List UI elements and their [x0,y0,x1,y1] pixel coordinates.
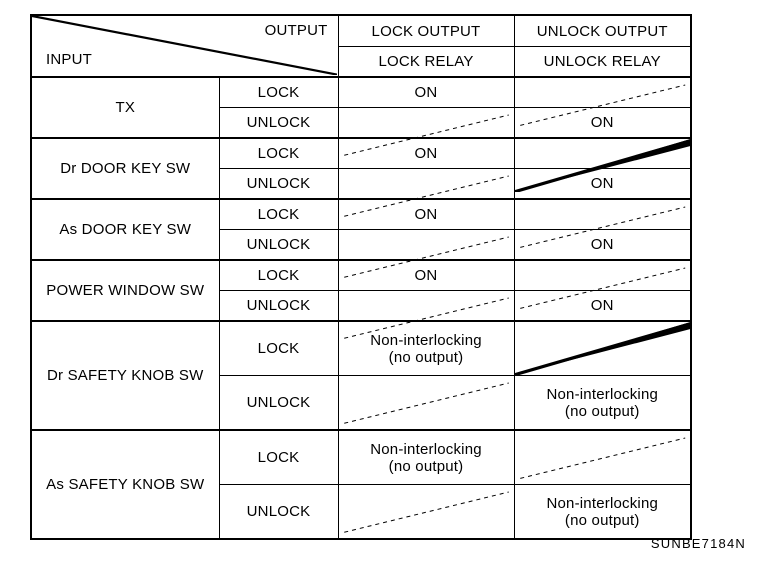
input-label-1: Dr DOOR KEY SW [30,137,220,200]
header-unlock-output-title: UNLOCK OUTPUT [513,14,692,47]
mode-label-2-1: UNLOCK [218,229,339,261]
input-label-0: TX [30,76,220,139]
lock-relay-cell-1-1 [337,168,515,200]
unlock-relay-cell-3-1: ON [513,290,692,322]
lock-relay-cell-2-0: ON [337,198,515,230]
lock-relay-cell-0-0: ON [337,76,515,108]
unlock-relay-cell-4-1: Non-interlocking(no output) [513,375,692,431]
lock-relay-cell-3-0: ON [337,259,515,291]
lock-relay-cell-5-0: Non-interlocking(no output) [337,429,515,485]
header-unlock-relay-sub: UNLOCK RELAY [513,46,692,78]
unlock-relay-cell-5-0 [513,429,692,485]
header-output-label: OUTPUT [264,22,328,39]
unlock-relay-cell-2-0 [513,198,692,230]
input-label-4: Dr SAFETY KNOB SW [30,320,220,431]
lock-relay-cell-4-0: Non-interlocking(no output) [337,320,515,376]
lock-relay-cell-2-1 [337,229,515,261]
dashed-diagonal-icon [515,431,690,484]
input-label-5: As SAFETY KNOB SW [30,429,220,540]
operation-matrix-container: OUTPUT INPUT LOCK OUTPUT UNLOCK OUTPUT L… [30,14,692,540]
mode-label-4-1: UNLOCK [218,375,339,431]
header-row-top: OUTPUT INPUT LOCK OUTPUT UNLOCK OUTPUT [30,14,692,78]
dashed-diagonal-icon [339,485,514,538]
unlock-relay-cell-1-0 [513,137,692,192]
mode-label-2-0: LOCK [218,198,339,230]
door-lock-operation-table: OUTPUT INPUT LOCK OUTPUT UNLOCK OUTPUT L… [30,14,692,540]
lock-relay-cell-4-1 [337,375,515,431]
thick-diagonal-icon [514,322,690,375]
lock-relay-cell-5-1 [337,484,515,540]
mode-label-0-0: LOCK [218,76,339,108]
unlock-relay-cell-4-0 [513,320,692,376]
mode-label-3-1: UNLOCK [218,290,339,322]
unlock-relay-cell-5-1: Non-interlocking(no output) [513,484,692,540]
mode-label-5-0: LOCK [218,429,339,485]
input-label-3: POWER WINDOW SW [30,259,220,322]
unlock-relay-cell-3-0 [513,259,692,291]
unlock-relay-cell-0-0 [513,76,692,108]
header-corner-cell: OUTPUT INPUT [30,14,339,78]
unlock-relay-cell-2-1: ON [513,229,692,261]
header-lock-output-title: LOCK OUTPUT [337,14,515,47]
table-row: UNLOCK Non-interlocking(no output) [31,484,692,540]
lock-relay-cell-1-0: ON [337,137,515,169]
mode-label-1-1: UNLOCK [218,168,339,200]
header-input-label: INPUT [46,51,92,68]
unlock-relay-cell-1-1: ON [513,168,692,200]
mode-label-5-1: UNLOCK [218,484,339,540]
dashed-diagonal-icon [339,376,514,429]
figure-reference-code: SUNBE7184N [650,536,746,551]
mode-label-4-0: LOCK [218,320,339,376]
mode-label-3-0: LOCK [218,259,339,291]
header-lock-relay-sub: LOCK RELAY [337,46,515,78]
table-header: OUTPUT INPUT LOCK OUTPUT UNLOCK OUTPUT L… [30,14,692,78]
mode-label-1-0: LOCK [218,137,339,169]
mode-label-0-1: UNLOCK [218,107,339,139]
lock-relay-cell-3-1 [337,290,515,322]
corner-diagonal-divider-icon [32,16,337,75]
unlock-relay-cell-0-1: ON [513,107,692,139]
input-label-2: As DOOR KEY SW [30,198,220,261]
lock-relay-cell-0-1 [337,107,515,139]
table-row: UNLOCK Non-interlocking(no output) [31,375,692,431]
